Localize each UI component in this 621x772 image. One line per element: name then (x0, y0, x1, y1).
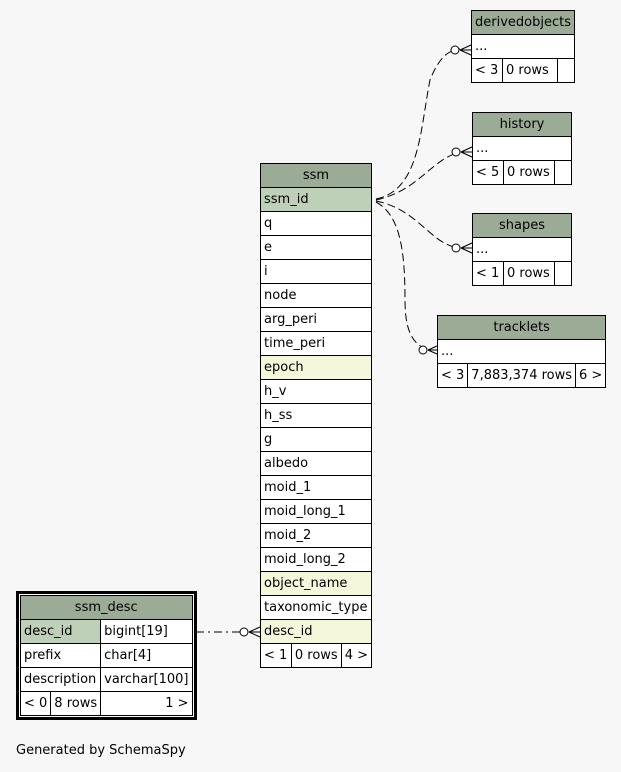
column-time_peri[interactable]: time_peri (260, 331, 372, 356)
column-prefix[interactable]: prefix (19, 643, 102, 668)
column-taxonomic_type[interactable]: taxonomic_type (260, 595, 372, 620)
column-ssm_id[interactable]: ssm_id (260, 187, 372, 212)
column-moid_1[interactable]: moid_1 (260, 475, 372, 500)
column-type: char[4] (100, 643, 193, 668)
crowfoot-marker (427, 345, 438, 355)
table-title[interactable]: ssm_desc (20, 595, 193, 620)
column-h_ss[interactable]: h_ss (260, 403, 372, 428)
table-ssm[interactable]: ssm ssm_id q e i node arg_peri time_peri… (260, 163, 373, 668)
column-q[interactable]: q (260, 211, 372, 236)
crowfoot-marker (460, 146, 473, 158)
column-albedo[interactable]: albedo (260, 451, 372, 476)
column-type: bigint[19] (100, 619, 193, 644)
column-epoch[interactable]: epoch (260, 355, 372, 380)
edge-ssm-tracklets (375, 201, 429, 351)
edge-optional-marker (450, 45, 460, 55)
column-description[interactable]: description (19, 667, 102, 692)
crowfoot-marker (459, 44, 472, 56)
column-h_v[interactable]: h_v (260, 379, 372, 404)
children-count: 4 > (340, 643, 373, 668)
crowfoot-marker (460, 242, 473, 254)
column-g[interactable]: g (260, 427, 372, 452)
column-object_name[interactable]: object_name (260, 571, 372, 596)
edge-optional-marker (239, 627, 249, 637)
parents-count: < 5 (472, 160, 504, 185)
table-derivedobjects[interactable]: derivedobjects ... < 3 0 rows (471, 10, 575, 83)
edge-ssm-history (375, 151, 461, 201)
column-e[interactable]: e (260, 235, 372, 260)
edge-optional-marker (451, 243, 461, 253)
children-count (556, 58, 575, 83)
table-title[interactable]: ssm (260, 163, 372, 188)
column-i[interactable]: i (260, 259, 372, 284)
table-history[interactable]: history ... < 5 0 rows (472, 112, 572, 185)
table-title[interactable]: shapes (472, 213, 572, 238)
column-moid_2[interactable]: moid_2 (260, 523, 372, 548)
table-ssm_desc-frame: ssm_desc desc_id bigint[19] prefix char[… (16, 591, 197, 720)
edge-ssm-derivedobjects (375, 48, 461, 200)
edge-ssm-shapes (375, 200, 461, 249)
children-count (554, 261, 572, 286)
parents-count: < 3 (471, 58, 503, 83)
column-moid_long_2[interactable]: moid_long_2 (260, 547, 372, 572)
crowfoot-marker (248, 626, 261, 638)
column-placeholder[interactable]: ... (436, 339, 607, 364)
table-shapes[interactable]: shapes ... < 1 0 rows (472, 213, 572, 286)
column-placeholder[interactable]: ... (471, 34, 575, 59)
children-count (554, 160, 572, 185)
parents-count: < 3 (436, 363, 469, 388)
table-title[interactable]: derivedobjects (471, 10, 575, 35)
table-title[interactable]: history (472, 112, 572, 137)
row-count: 8 rows (50, 691, 102, 716)
row-count: 7,883,374 rows (467, 363, 577, 388)
parents-count: < 1 (260, 643, 292, 668)
column-placeholder[interactable]: ... (472, 237, 572, 262)
table-ssm_desc[interactable]: ssm_desc desc_id bigint[19] prefix char[… (19, 595, 193, 716)
row-count: 0 rows (503, 261, 555, 286)
edge-optional-marker (418, 345, 428, 355)
column-node[interactable]: node (260, 283, 372, 308)
table-tracklets[interactable]: tracklets ... < 3 7,883,374 rows 6 > (436, 315, 607, 388)
row-count: 0 rows (290, 643, 342, 668)
children-count: 6 > (575, 363, 607, 388)
column-moid_long_1[interactable]: moid_long_1 (260, 499, 372, 524)
parents-count: < 0 (19, 691, 52, 716)
parents-count: < 1 (472, 261, 504, 286)
row-count: 0 rows (502, 58, 558, 83)
column-desc_id[interactable]: desc_id (260, 619, 372, 644)
column-arg_peri[interactable]: arg_peri (260, 307, 372, 332)
row-count: 0 rows (503, 160, 555, 185)
column-desc_id[interactable]: desc_id (19, 619, 102, 644)
generated-by-footer: Generated by SchemaSpy (16, 743, 186, 758)
column-type: varchar[100] (100, 667, 193, 692)
column-placeholder[interactable]: ... (472, 136, 572, 161)
children-count: 1 > (100, 691, 193, 716)
edge-optional-marker (451, 147, 461, 157)
table-title[interactable]: tracklets (436, 315, 607, 340)
